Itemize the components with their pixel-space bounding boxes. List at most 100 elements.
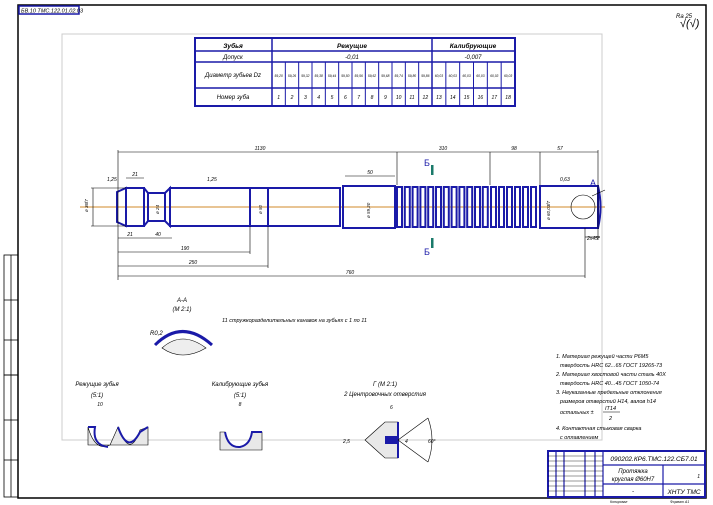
- tooth-number: 16: [478, 95, 484, 101]
- organization: ХНТУ ТМС: [666, 489, 700, 496]
- tooth-diameter: 59,38: [315, 74, 323, 78]
- center-width: 6: [390, 405, 393, 411]
- dia-rear: ø 60,03f7: [546, 200, 551, 220]
- tooth-diameter: 59,86: [421, 74, 429, 78]
- tooth: [435, 186, 442, 228]
- tooth-diameter: 60,03: [462, 74, 470, 78]
- top-left-stamp: БВ.10 ТМС.122.01.02.03: [21, 9, 84, 15]
- row-diameter-label: Диаметр зубьев Dz: [204, 73, 261, 79]
- tooth-diameter: 60,03: [435, 74, 443, 78]
- note-3b: размеров отверстий H14, валов h14: [559, 398, 656, 405]
- note-3-fraction-num: IT14: [605, 406, 616, 412]
- left-side-strip: [3, 254, 19, 498]
- teeth-region: [396, 186, 537, 228]
- group-calibrating-header: Калибрующие: [450, 42, 497, 50]
- tooth-diameter: 59,74: [395, 74, 403, 78]
- dia-front: ø 59,20: [366, 202, 371, 218]
- tooth-diameter: 59,50: [341, 74, 349, 78]
- roughness-3: 0,63: [560, 177, 570, 183]
- tooth: [498, 186, 505, 228]
- roughness-1: 1,25: [107, 177, 117, 183]
- detail-cutting-teeth: Режущие зубья (5:1) 10: [75, 382, 149, 448]
- tooth: [466, 186, 474, 228]
- tooth-number: 7: [357, 95, 360, 101]
- tooth-number: 9: [384, 95, 387, 101]
- tooth: [419, 186, 427, 228]
- dim-21: 21: [126, 232, 133, 238]
- tooth-number: 4: [317, 95, 320, 101]
- calib-detail-scale: (5:1): [234, 393, 246, 399]
- detail-center-hole: Г (М 2:1) 2 Центровочных отверстия 6 4 6…: [342, 382, 436, 463]
- teeth-table: Зубья Режущие Калибрующие Допуск -0,01 -…: [194, 37, 516, 107]
- tooth-number: 1: [277, 95, 280, 101]
- dim-calib: 98: [511, 146, 517, 152]
- tolerance-calibrating: -0,007: [464, 55, 482, 61]
- tooth-diameter: 59,80: [408, 74, 416, 78]
- section-aa-title: А-А: [176, 298, 187, 304]
- guide-front: [267, 187, 341, 227]
- tooth: [514, 186, 521, 228]
- tooth: [396, 186, 403, 228]
- col-teeth-header: Зубья: [223, 42, 243, 50]
- center-detail-subtitle: 2 Центровочных отверстия: [343, 392, 427, 398]
- front-guide: [342, 185, 396, 229]
- tooth: [411, 186, 419, 228]
- tooth: [458, 186, 466, 228]
- tooth: [490, 186, 497, 228]
- cutting-detail-title: Режущие зубья: [75, 382, 119, 388]
- tooth-diameter: 60,03: [449, 74, 457, 78]
- section-aa-note: 11 стружкоразделительных канавок на зубь…: [222, 318, 367, 324]
- tooth-number: 14: [450, 95, 456, 101]
- row-number-label: Номер зуба: [217, 95, 250, 101]
- cutting-detail-scale: (5:1): [91, 393, 103, 399]
- calib-pitch: 8: [239, 402, 242, 408]
- dia-neck: ø 24: [155, 204, 160, 214]
- note-3-fraction-den: 2: [608, 416, 612, 422]
- center-angle: 60°: [428, 439, 436, 445]
- tooth: [522, 186, 529, 228]
- dim-760: 760: [346, 270, 355, 276]
- drawing-area: [61, 33, 603, 441]
- tooth-diameter: 59,44: [328, 74, 336, 78]
- section-mark-b-bottom: Б: [424, 247, 430, 257]
- tooth: [442, 186, 450, 228]
- tooth-number: 18: [505, 95, 511, 101]
- calib-detail-title: Калибрующие зубья: [212, 382, 269, 388]
- broach-main-view: 1130 310 98 57 21 50 21 40 190 250 760 1…: [80, 146, 606, 280]
- format-label: Формат А1: [670, 500, 689, 504]
- drawing-name-1: Протяжка: [618, 469, 648, 475]
- shank-head: [125, 187, 145, 227]
- dia-guide: ø 50: [258, 204, 263, 214]
- tooth-diameter: 59,62: [368, 74, 376, 78]
- drawing-code: 090202.КР6.ТМС.122.СБ7.01: [610, 456, 698, 463]
- roughness-value: Ra 25: [676, 14, 693, 20]
- center-detail-title: Г (М 2:1): [373, 382, 397, 388]
- tooth: [474, 186, 481, 228]
- note-1b: твердость HRC 62...65 ГОСТ 19265-73: [560, 363, 663, 369]
- section-mark-b-top: Б: [424, 158, 430, 168]
- tolerance-cutting: -0,01: [345, 55, 359, 61]
- tooth-diameter: 59,26: [288, 74, 296, 78]
- tooth-number: 8: [371, 95, 374, 101]
- detail-calib-teeth: Калибрующие зубья (5:1) 8: [212, 382, 269, 451]
- tooth-diameter: 59,68: [381, 74, 389, 78]
- dim-250: 250: [188, 260, 198, 266]
- note-4: 4. Контактная стыковая сварка: [556, 426, 641, 432]
- top-left-stamp-box: [18, 5, 80, 15]
- note-1: 1. Материал режущей части Р6М5: [556, 353, 649, 360]
- center-diameter: 4: [405, 439, 408, 445]
- dim-50: 50: [367, 170, 373, 176]
- dim-40: 40: [155, 232, 161, 238]
- section-aa-radius: R0,2: [150, 331, 163, 337]
- tooth-diameter: 60,03: [476, 74, 484, 78]
- center-length: 2,5: [342, 439, 350, 445]
- view-mark-a: А: [590, 178, 596, 188]
- note-3c: остальных ±: [560, 410, 594, 416]
- note-2: 2. Материал хвостовой части сталь 40Х: [555, 371, 666, 378]
- dim-rear: 57: [557, 146, 563, 152]
- section-aa: А-А (М 2:1) R0,2 11 стружкоразделительны…: [150, 298, 367, 356]
- tooth-number: 13: [436, 95, 442, 101]
- title-block: 090202.КР6.ТМС.122.СБ7.01 Протяжка кругл…: [547, 450, 706, 504]
- tooth-number: 17: [491, 95, 497, 101]
